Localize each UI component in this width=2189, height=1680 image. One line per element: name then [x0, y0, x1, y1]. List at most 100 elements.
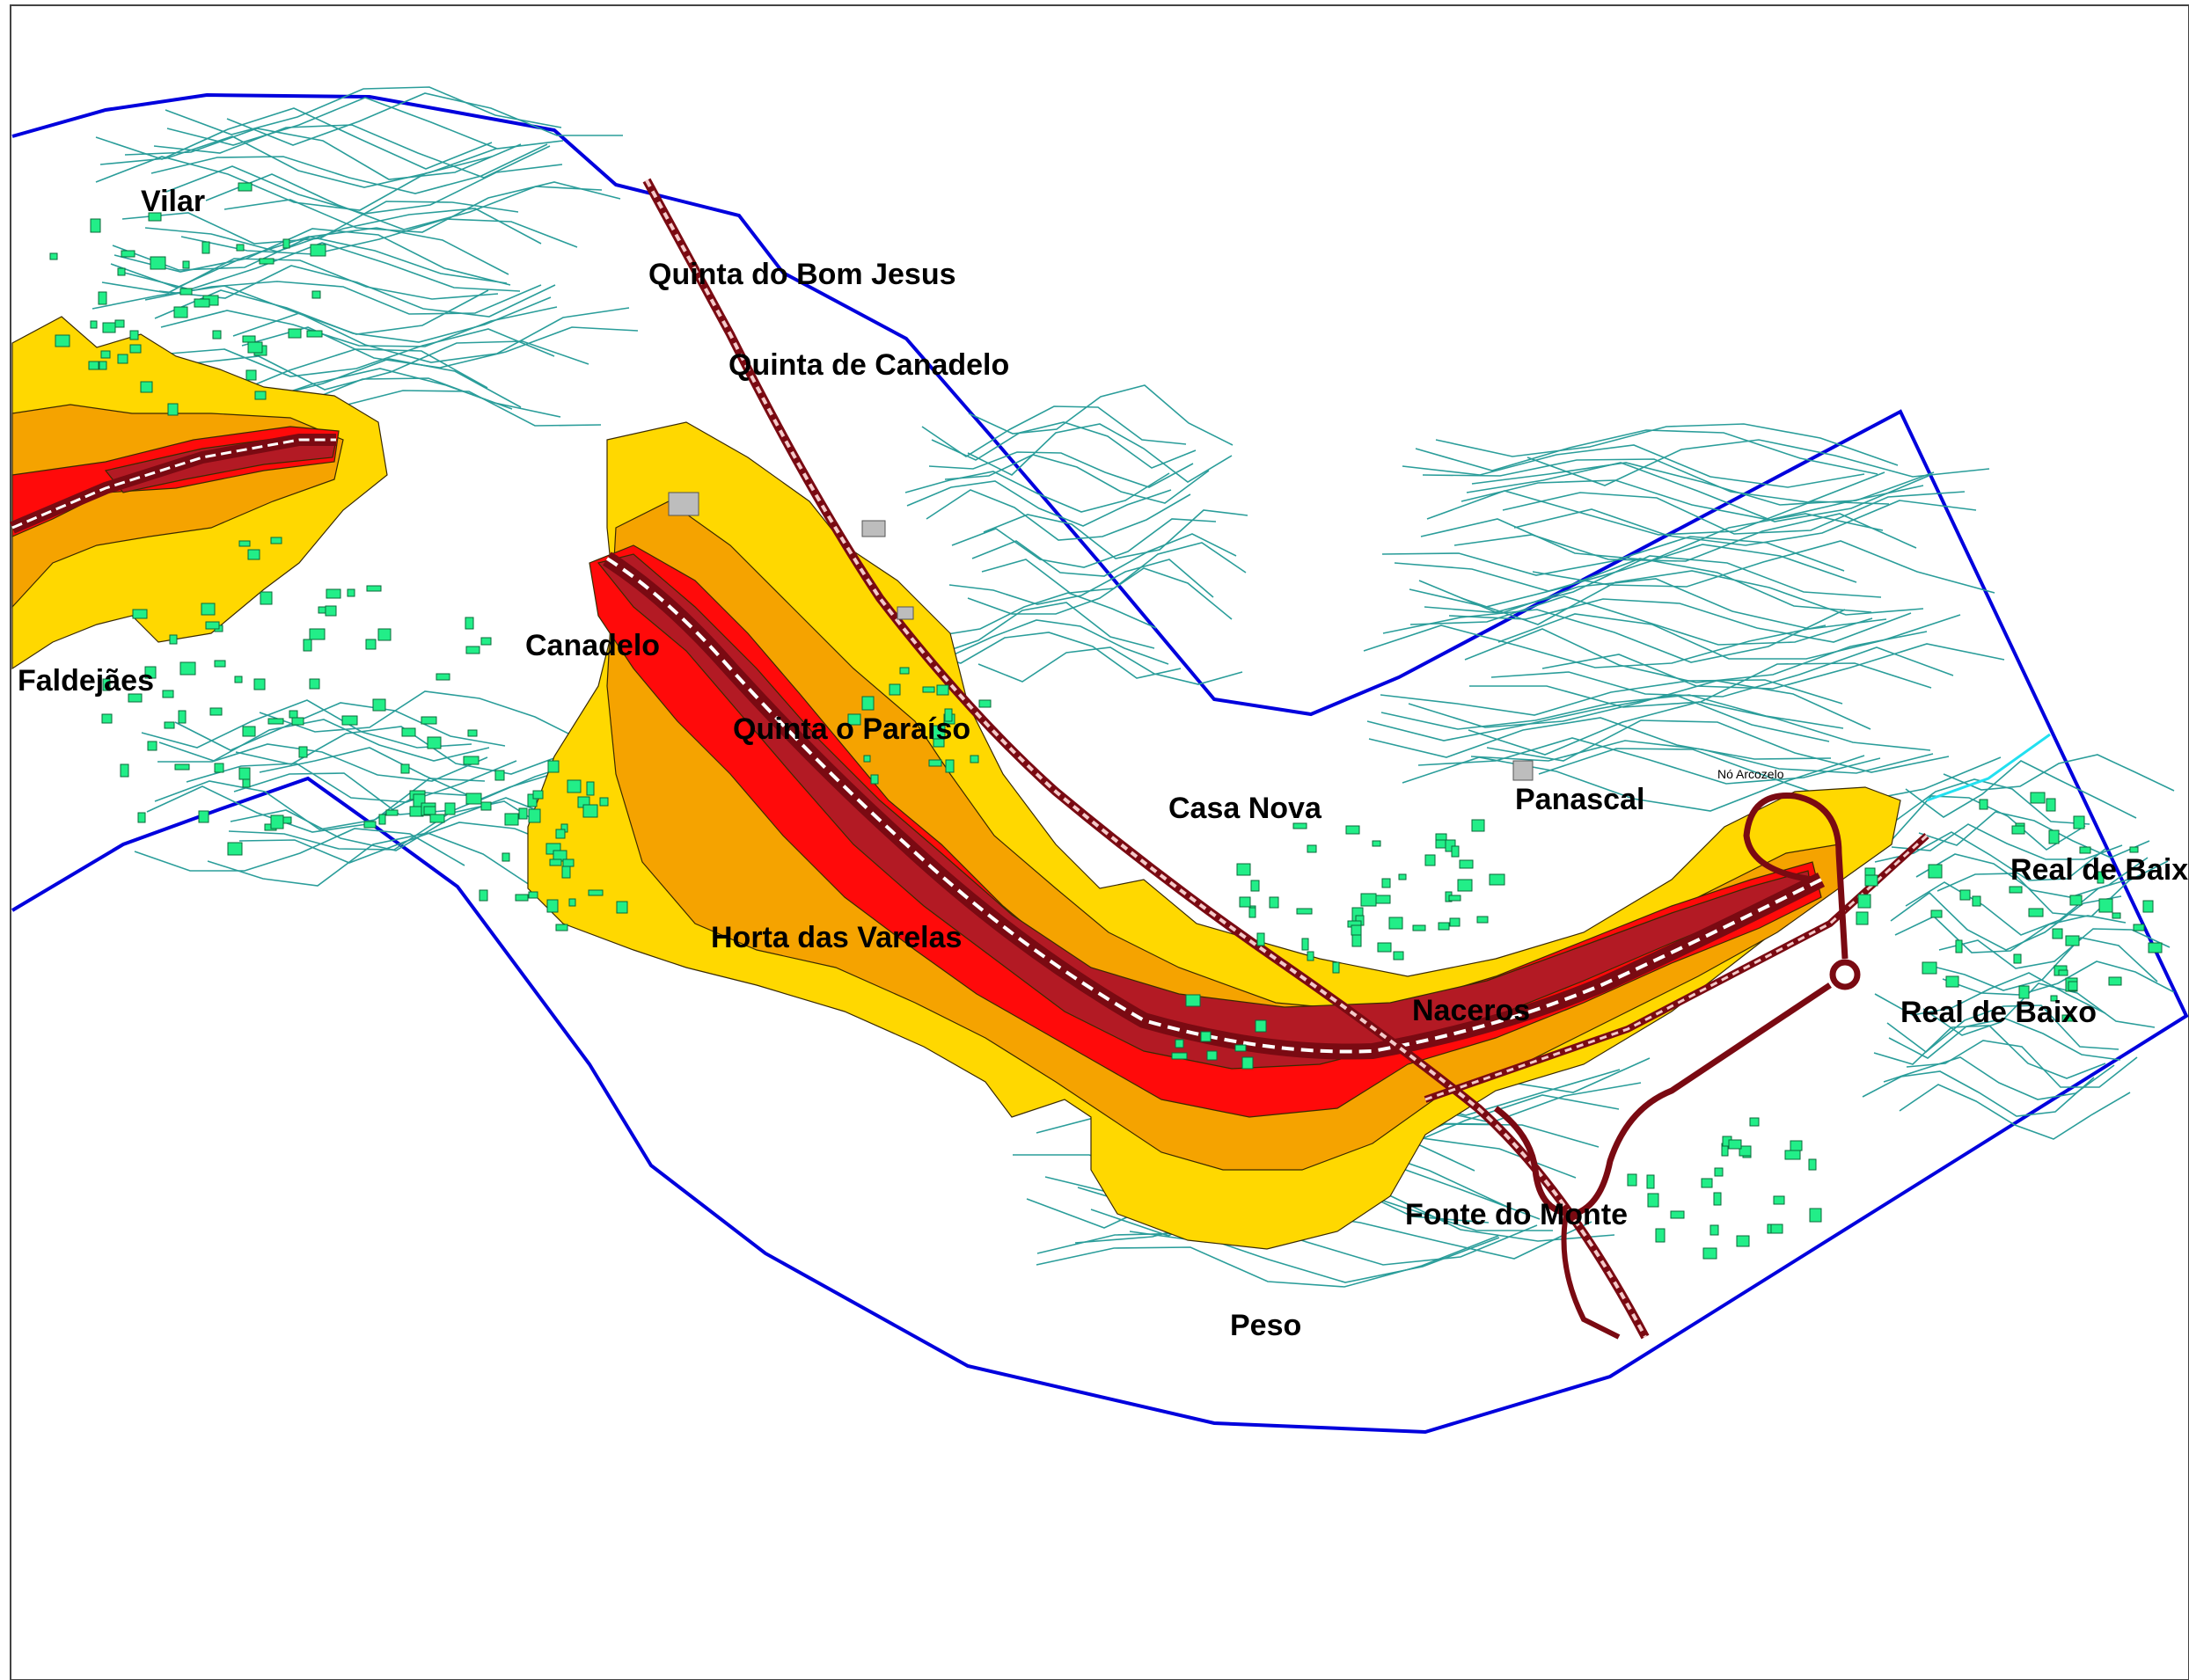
- building: [444, 802, 456, 815]
- contour-line: [1470, 740, 1934, 774]
- building: [586, 781, 595, 796]
- building: [494, 770, 505, 781]
- contour-line: [223, 181, 621, 233]
- contour-line: [207, 832, 538, 891]
- building: [1476, 916, 1489, 924]
- building: [1784, 1150, 1801, 1160]
- contour-line: [968, 384, 1234, 446]
- building: [2068, 981, 2078, 991]
- contour-line: [1938, 928, 2171, 969]
- building: [518, 807, 528, 820]
- contour-line: [1541, 643, 2005, 690]
- contour-line: [165, 86, 562, 135]
- crossing-road-center: [1424, 834, 1929, 1101]
- contour-line: [166, 97, 564, 150]
- building: [247, 341, 263, 354]
- building: [101, 713, 113, 724]
- building: [2030, 792, 2046, 804]
- contour-line: [144, 281, 542, 315]
- building: [1239, 896, 1251, 908]
- building: [179, 661, 196, 676]
- contour-line: [174, 702, 506, 751]
- building: [1435, 839, 1447, 849]
- contour-line: [1466, 462, 1929, 522]
- structure: [897, 606, 914, 620]
- building: [899, 667, 910, 675]
- building: [616, 901, 628, 914]
- building: [1471, 819, 1485, 832]
- building: [242, 726, 256, 737]
- contour-line: [916, 632, 1182, 679]
- contour-line: [1922, 982, 2156, 1036]
- contour-line: [241, 326, 639, 369]
- building: [1307, 844, 1317, 853]
- building: [2013, 953, 2022, 964]
- contour-line: [259, 747, 590, 801]
- building: [366, 585, 382, 592]
- building: [309, 678, 320, 690]
- building: [1945, 975, 1959, 988]
- building: [1360, 893, 1377, 907]
- building: [1808, 1158, 1817, 1171]
- building: [1809, 1208, 1822, 1223]
- building: [480, 637, 492, 646]
- contour-line: [1888, 1018, 2121, 1061]
- building: [599, 797, 609, 807]
- building: [467, 729, 478, 737]
- contour-line: [124, 128, 522, 180]
- contour-line: [1380, 679, 1843, 716]
- building: [117, 354, 128, 364]
- place-label-quinta-bom-jesus: Quinta do Bom Jesus: [648, 258, 956, 291]
- building: [1256, 932, 1265, 946]
- building: [253, 678, 266, 690]
- building: [1241, 1056, 1254, 1070]
- contour-line: [1874, 972, 2106, 1016]
- building: [242, 335, 256, 343]
- building: [1332, 961, 1340, 974]
- contour-line: [144, 208, 542, 252]
- building: [1393, 951, 1404, 961]
- building: [150, 256, 166, 270]
- building: [88, 361, 99, 370]
- building: [201, 603, 216, 616]
- building: [49, 252, 58, 260]
- place-label-canadelo: Canadelo: [525, 629, 660, 662]
- contour-line: [1874, 831, 2106, 881]
- building: [555, 829, 566, 839]
- building: [1979, 799, 1988, 810]
- contour-line: [101, 258, 499, 300]
- building: [98, 291, 107, 305]
- building: [90, 320, 98, 329]
- building: [1736, 1235, 1750, 1247]
- building: [194, 298, 210, 308]
- building: [562, 858, 575, 867]
- building: [1790, 1140, 1803, 1151]
- building: [347, 588, 355, 597]
- building: [1930, 909, 1943, 918]
- building: [214, 763, 224, 773]
- contour-line: [1448, 598, 1912, 643]
- place-label-peso: Peso: [1230, 1309, 1301, 1342]
- building: [282, 238, 290, 249]
- building: [928, 759, 942, 767]
- building: [421, 716, 437, 725]
- building: [480, 801, 492, 811]
- building: [1770, 1223, 1783, 1234]
- building: [2069, 895, 2083, 906]
- building: [465, 793, 482, 805]
- building: [970, 755, 979, 763]
- building: [1269, 896, 1279, 909]
- contour-line: [1862, 1070, 2095, 1117]
- building: [1928, 864, 1943, 879]
- building: [1728, 1139, 1742, 1150]
- building: [282, 816, 292, 824]
- building: [137, 812, 146, 823]
- place-label-casa-nova: Casa Nova: [1168, 792, 1322, 825]
- building: [1296, 908, 1313, 915]
- building: [2112, 912, 2121, 919]
- building: [1451, 845, 1460, 858]
- building: [325, 605, 337, 617]
- contour-line: [157, 743, 488, 782]
- contour-line: [232, 307, 630, 363]
